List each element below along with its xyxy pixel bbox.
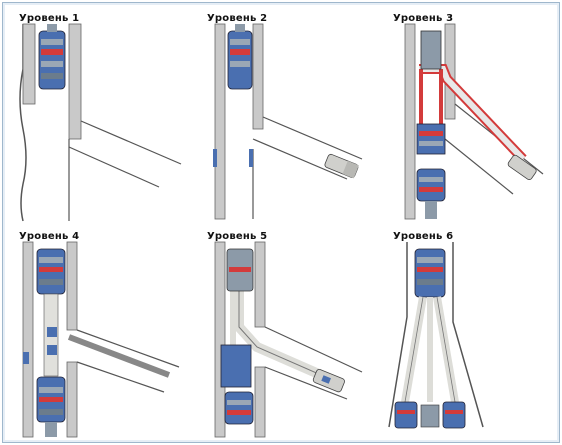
packer-tool: [38, 24, 66, 90]
level-6-panel: Уровень 6: [383, 227, 562, 445]
level-2-drawing: [213, 23, 363, 220]
lower-packer-left: [394, 401, 418, 429]
lower-packer: [36, 376, 66, 437]
level-1-drawing: [19, 23, 182, 222]
lower-packer: [416, 168, 446, 219]
level-4-drawing: [22, 241, 180, 438]
level-2-label: Уровень 2: [207, 13, 268, 24]
packer-tool: [227, 24, 253, 90]
level-4-label: Уровень 4: [19, 231, 80, 242]
lower-packer: [224, 391, 254, 425]
level-2-panel: Уровень 2: [197, 9, 382, 227]
level-1-label: Уровень 1: [19, 13, 80, 24]
level-5-drawing: [214, 241, 363, 438]
lower-packer-right: [442, 401, 466, 429]
level-4-panel: Уровень 4: [9, 227, 194, 445]
level-3-panel: Уровень 3: [383, 9, 562, 227]
level-3-drawing: [404, 23, 544, 220]
level-1-panel: Уровень 1: [9, 9, 194, 227]
level-5-panel: Уровень 5: [197, 227, 382, 445]
upper-packer: [36, 248, 66, 295]
level-6-drawing: [388, 242, 484, 429]
level-6-label: Уровень 6: [393, 231, 454, 242]
whipstock-tool: [324, 153, 359, 179]
level-3-label: Уровень 3: [393, 13, 454, 24]
level-5-label: Уровень 5: [207, 231, 268, 242]
